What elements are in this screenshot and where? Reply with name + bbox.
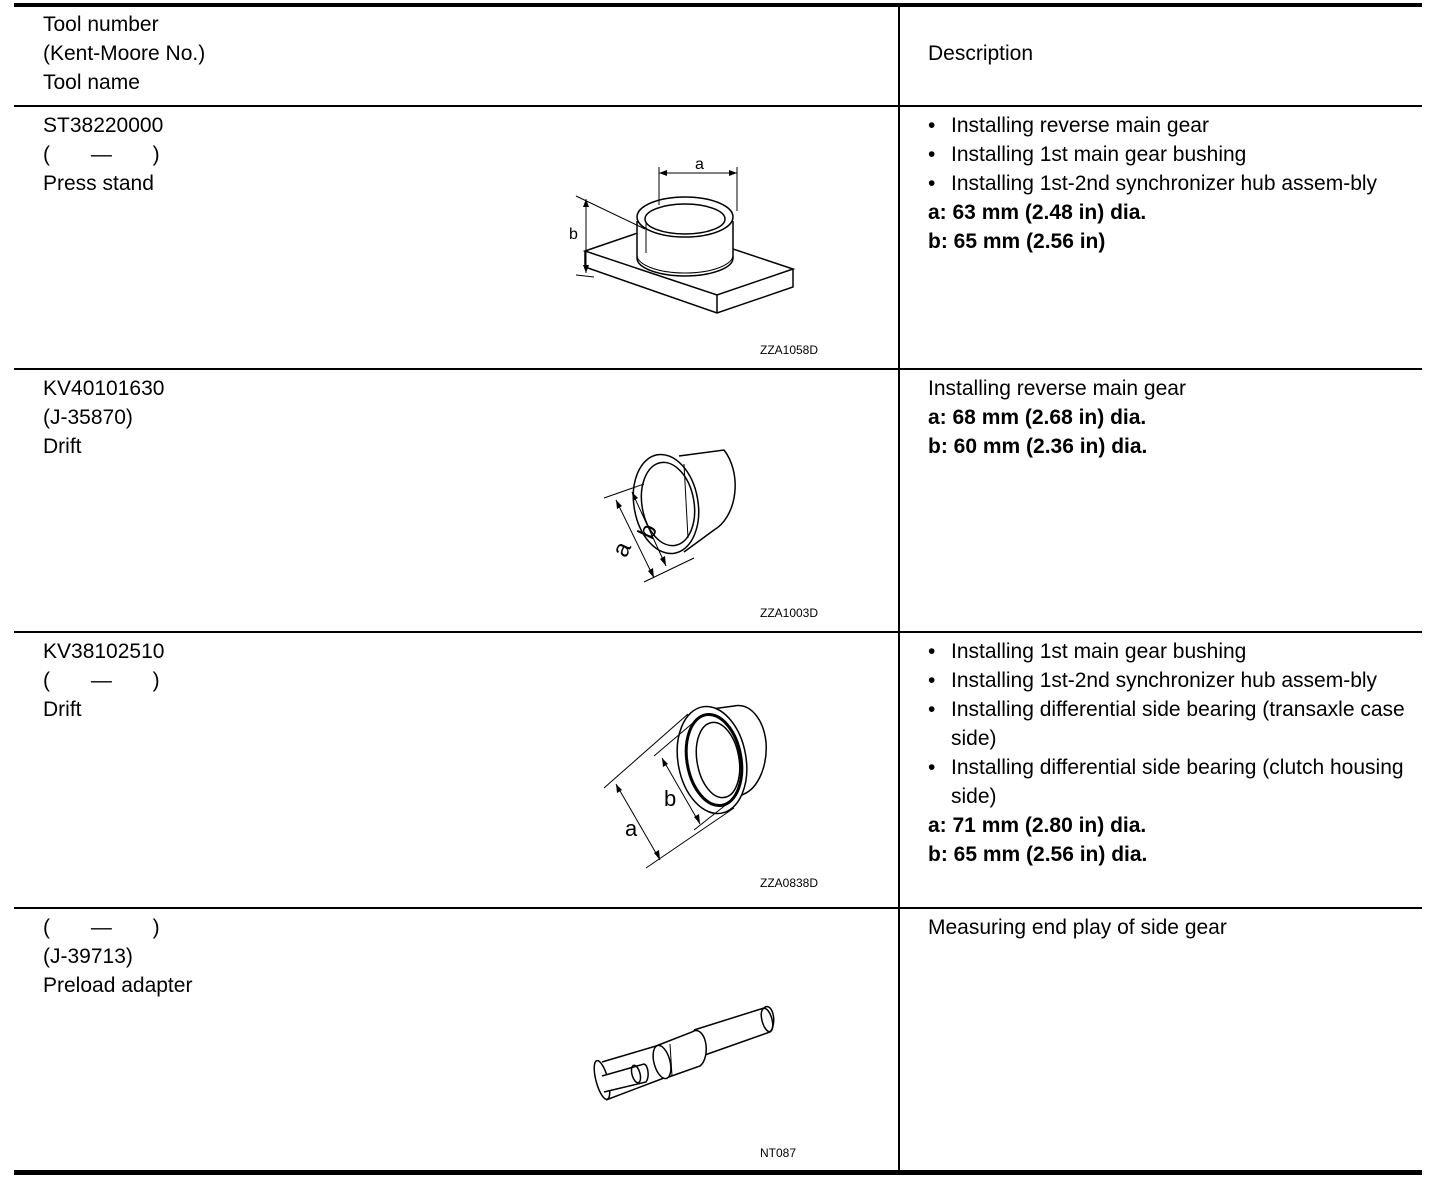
tool-name: Drift [43,698,82,721]
kent-moore-number: (J-39713) [43,945,133,968]
tool-description: •Installing reverse main gear •Installin… [928,111,1413,256]
row-divider [14,368,1422,370]
drift-figure: a b [603,704,767,869]
figure-label-a: a [625,816,638,841]
header-description: Description [928,42,1034,65]
description-bullet: •Installing 1st main gear bushing [928,143,1247,166]
tool-number: ST38220000 [43,114,164,137]
description-bullet: •Installing differential side bearing (c… [928,756,1404,808]
description-text: Measuring end play of side gear [928,916,1227,939]
spec-b: b: 65 mm (2.56 in) dia. [928,843,1148,866]
figure-label-a: a [607,537,637,561]
header-tool-name: Tool name [43,71,140,94]
header-tool-column: Tool number (Kent-Moore No.) Tool name [43,10,205,97]
spec-b: b: 65 mm (2.56 in) [928,230,1106,253]
tool-description: Installing reverse main gear a: 68 mm (2… [928,374,1413,461]
tool-info: ( — ) (J-39713) Preload adapter [43,913,192,1000]
column-divider [898,7,900,1170]
tool-number: KV40101630 [43,377,165,400]
description-bullet: •Installing 1st main gear bushing [928,640,1247,663]
figure-label-b: b [569,226,578,243]
spec-a: a: 68 mm (2.68 in) dia. [928,406,1147,429]
tool-number: KV38102510 [43,640,165,663]
spec-b: b: 60 mm (2.36 in) dia. [928,435,1148,458]
table-top-rule [14,3,1422,7]
header-tool-number: Tool number [43,13,159,36]
tool-description: •Installing 1st main gear bushing •Insta… [928,637,1413,869]
drift-figure: a b [603,449,736,583]
kent-moore-number: ( — ) [43,143,160,166]
figure-label-b: b [664,786,676,811]
row-divider [14,631,1422,633]
figure-code: ZZA1003D [760,606,819,620]
figure-label-a: a [695,156,704,173]
tool-number: ( — ) [43,916,160,939]
figure-code: NT087 [760,1146,797,1160]
kent-moore-number: ( — ) [43,669,160,692]
tool-description: Measuring end play of side gear [928,913,1413,942]
tool-name: Drift [43,435,82,458]
preload-adapter-figure [593,1005,775,1101]
tool-name: Preload adapter [43,974,193,997]
press-stand-figure: a b [569,156,796,314]
row-divider [14,105,1422,107]
kent-moore-number: (J-35870) [43,406,133,429]
description-bullet: •Installing 1st-2nd synchronizer hub ass… [928,669,1378,692]
tool-info: KV38102510 ( — ) Drift [43,637,164,724]
row-divider [14,907,1422,909]
figure-code: ZZA1058D [760,343,819,357]
header-kent-moore: (Kent-Moore No.) [43,42,206,65]
description-text: Installing reverse main gear [928,377,1186,400]
tool-name: Press stand [43,172,154,195]
tool-info: KV40101630 (J-35870) Drift [43,374,164,461]
description-bullet: •Installing differential side bearing (t… [928,698,1405,750]
table-bottom-rule [14,1170,1422,1175]
figure-code: ZZA0838D [760,876,819,890]
tool-info: ST38220000 ( — ) Press stand [43,111,163,198]
special-tools-table: Tool number (Kent-Moore No.) Tool name D… [14,3,1422,1175]
description-bullet: •Installing reverse main gear [928,114,1209,137]
spec-a: a: 71 mm (2.80 in) dia. [928,814,1147,837]
spec-a: a: 63 mm (2.48 in) dia. [928,201,1147,224]
description-bullet: •Installing 1st-2nd synchronizer hub ass… [928,172,1378,195]
